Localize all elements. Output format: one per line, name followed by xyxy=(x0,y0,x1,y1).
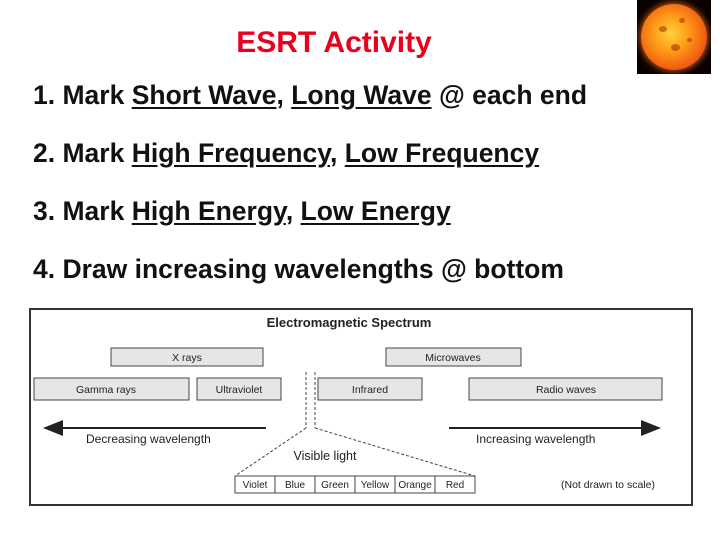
slide-title: ESRT Activity xyxy=(236,26,432,59)
high-frequency-term: High Frequency xyxy=(131,138,330,168)
band-gamma-rays xyxy=(33,377,190,401)
band-microwaves-label: Microwaves xyxy=(425,352,480,364)
band-microwaves xyxy=(385,347,522,367)
step-2: 2. Mark High Frequency, Low Frequency xyxy=(33,138,540,168)
band-ultraviolet xyxy=(196,377,282,401)
visible-light-label: Visible light xyxy=(293,449,357,463)
step-3: 3. Mark High Energy, Low Energy xyxy=(33,196,451,226)
visible-fan-left xyxy=(234,427,307,477)
visible-color-row: Violet Blue Green Yellow Orange Red xyxy=(234,475,476,494)
color-blue-label: Blue xyxy=(285,480,305,491)
low-energy-term: Low Energy xyxy=(300,196,451,226)
band-radio-waves-label: Radio waves xyxy=(536,384,596,396)
em-spectrum-diagram: Electromagnetic Spectrum X rays Microwav… xyxy=(29,308,693,506)
high-energy-term: High Energy xyxy=(131,196,286,226)
color-orange-label: Orange xyxy=(398,480,432,491)
band-infrared-label: Infrared xyxy=(352,384,388,396)
color-violet-label: Violet xyxy=(243,480,268,491)
band-x-rays xyxy=(110,347,264,367)
color-yellow-label: Yellow xyxy=(361,480,390,491)
sun-image xyxy=(637,0,711,74)
band-gamma-rays-label: Gamma rays xyxy=(76,384,136,396)
color-box-red xyxy=(434,475,476,494)
long-wave-term: Long Wave xyxy=(291,80,432,110)
band-x-rays-label: X rays xyxy=(172,352,202,364)
increasing-wavelength-label: Increasing wavelength xyxy=(476,432,595,446)
color-red-label: Red xyxy=(446,480,464,491)
step-1: 1. Mark Short Wave, Long Wave @ each end xyxy=(33,80,588,110)
color-green-label: Green xyxy=(321,480,349,491)
spectrum-title: Electromagnetic Spectrum xyxy=(267,315,432,330)
low-frequency-term: Low Frequency xyxy=(344,138,540,168)
band-radio-waves xyxy=(468,377,663,401)
decreasing-wavelength-label: Decreasing wavelength xyxy=(86,432,211,446)
band-ultraviolet-label: Ultraviolet xyxy=(216,384,263,396)
sun-disc xyxy=(641,4,707,70)
step-4: 4. Draw increasing wavelengths @ bottom xyxy=(33,254,564,284)
not-to-scale-note: (Not drawn to scale) xyxy=(561,479,655,491)
band-infrared xyxy=(317,377,423,401)
short-wave-term: Short Wave xyxy=(131,80,277,110)
visible-fan-right xyxy=(314,427,476,477)
